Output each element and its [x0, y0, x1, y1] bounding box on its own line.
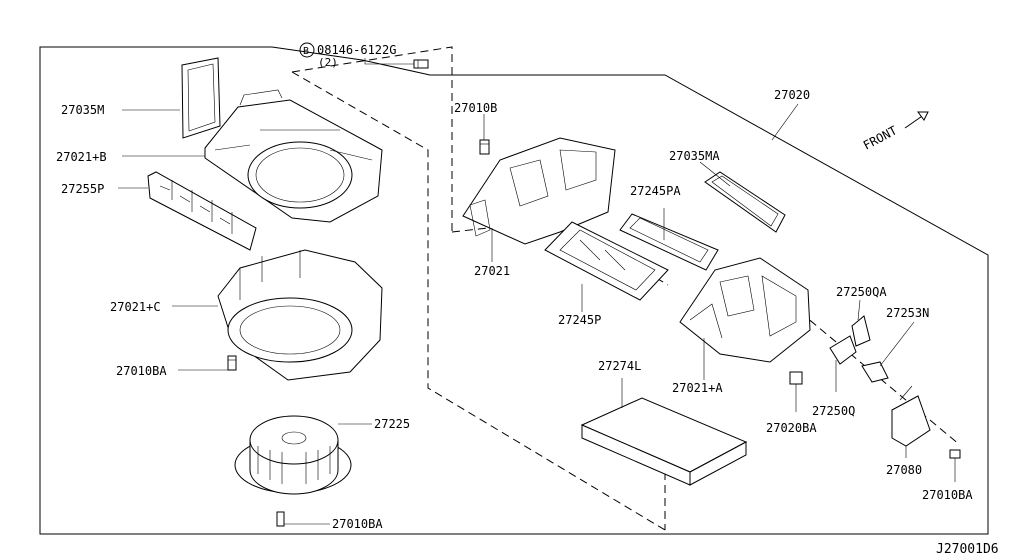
- label-27035ma: 27035MA: [669, 149, 720, 163]
- front-arrow-icon: [904, 111, 929, 129]
- circle-b-icon: [299, 42, 315, 58]
- bolt-circle-letter: B: [303, 46, 309, 57]
- label-27020: 27020: [774, 88, 810, 102]
- label-27253n: 27253N: [886, 306, 929, 320]
- screw-27010b: [479, 139, 490, 155]
- label-27010b: 27010B: [454, 101, 497, 115]
- dashed-boundary-top: [291, 46, 453, 232]
- bolt-part-number: 08146-6122G: [317, 43, 396, 57]
- label-27010ba-1: 27010BA: [116, 364, 167, 378]
- label-27250qa: 27250QA: [836, 285, 887, 299]
- leader-lines: [118, 58, 956, 525]
- label-27021: 27021: [474, 264, 510, 278]
- bolt-quantity: (2): [318, 56, 338, 69]
- label-27225: 27225: [374, 417, 410, 431]
- label-27080: 27080: [886, 463, 922, 477]
- label-27245p: 27245P: [558, 313, 601, 327]
- label-27274l: 27274L: [598, 359, 641, 373]
- link-27250q: [829, 335, 857, 365]
- screw-27010ba-2: [276, 511, 285, 527]
- gasket-27035ma: [704, 171, 786, 233]
- actuator-27080: [891, 385, 931, 447]
- screw-27010ba-3: [949, 449, 961, 459]
- filter-frame-27255p: [147, 171, 257, 251]
- blower-motor-27225: [234, 415, 352, 495]
- label-27021a: 27021+A: [672, 381, 723, 395]
- label-27021b: 27021+B: [56, 150, 107, 164]
- blower-case-27021c: [217, 249, 383, 381]
- link-27250qa: [851, 315, 871, 347]
- dashed-boundary-blower: [291, 71, 666, 531]
- duct-27021: [462, 137, 616, 245]
- heater-unit-27021a: [679, 257, 811, 363]
- filter-27245p: [544, 221, 669, 301]
- diagram-code: J27001D6: [936, 542, 999, 557]
- label-27020ba: 27020BA: [766, 421, 817, 435]
- label-27010ba-2: 27010BA: [332, 517, 383, 531]
- lever-27253n: [861, 361, 889, 383]
- label-27245pa: 27245PA: [630, 184, 681, 198]
- clip-27020ba: [789, 371, 803, 385]
- upper-case-27021b: [204, 89, 383, 223]
- label-27010ba-3: 27010BA: [922, 488, 973, 502]
- gasket-27035m: [181, 57, 221, 139]
- front-label: FRONT: [861, 123, 899, 152]
- filter-27245pa: [619, 213, 719, 271]
- label-27250q: 27250Q: [812, 404, 855, 418]
- label-27255p: 27255P: [61, 182, 104, 196]
- label-27035m: 27035M: [61, 103, 104, 117]
- cabin-filter-27274l: [580, 397, 748, 486]
- assembly-frame: [39, 46, 989, 535]
- screw-27010ba-1: [227, 355, 237, 371]
- label-27021c: 27021+C: [110, 300, 161, 314]
- bolt-08146: [413, 59, 429, 69]
